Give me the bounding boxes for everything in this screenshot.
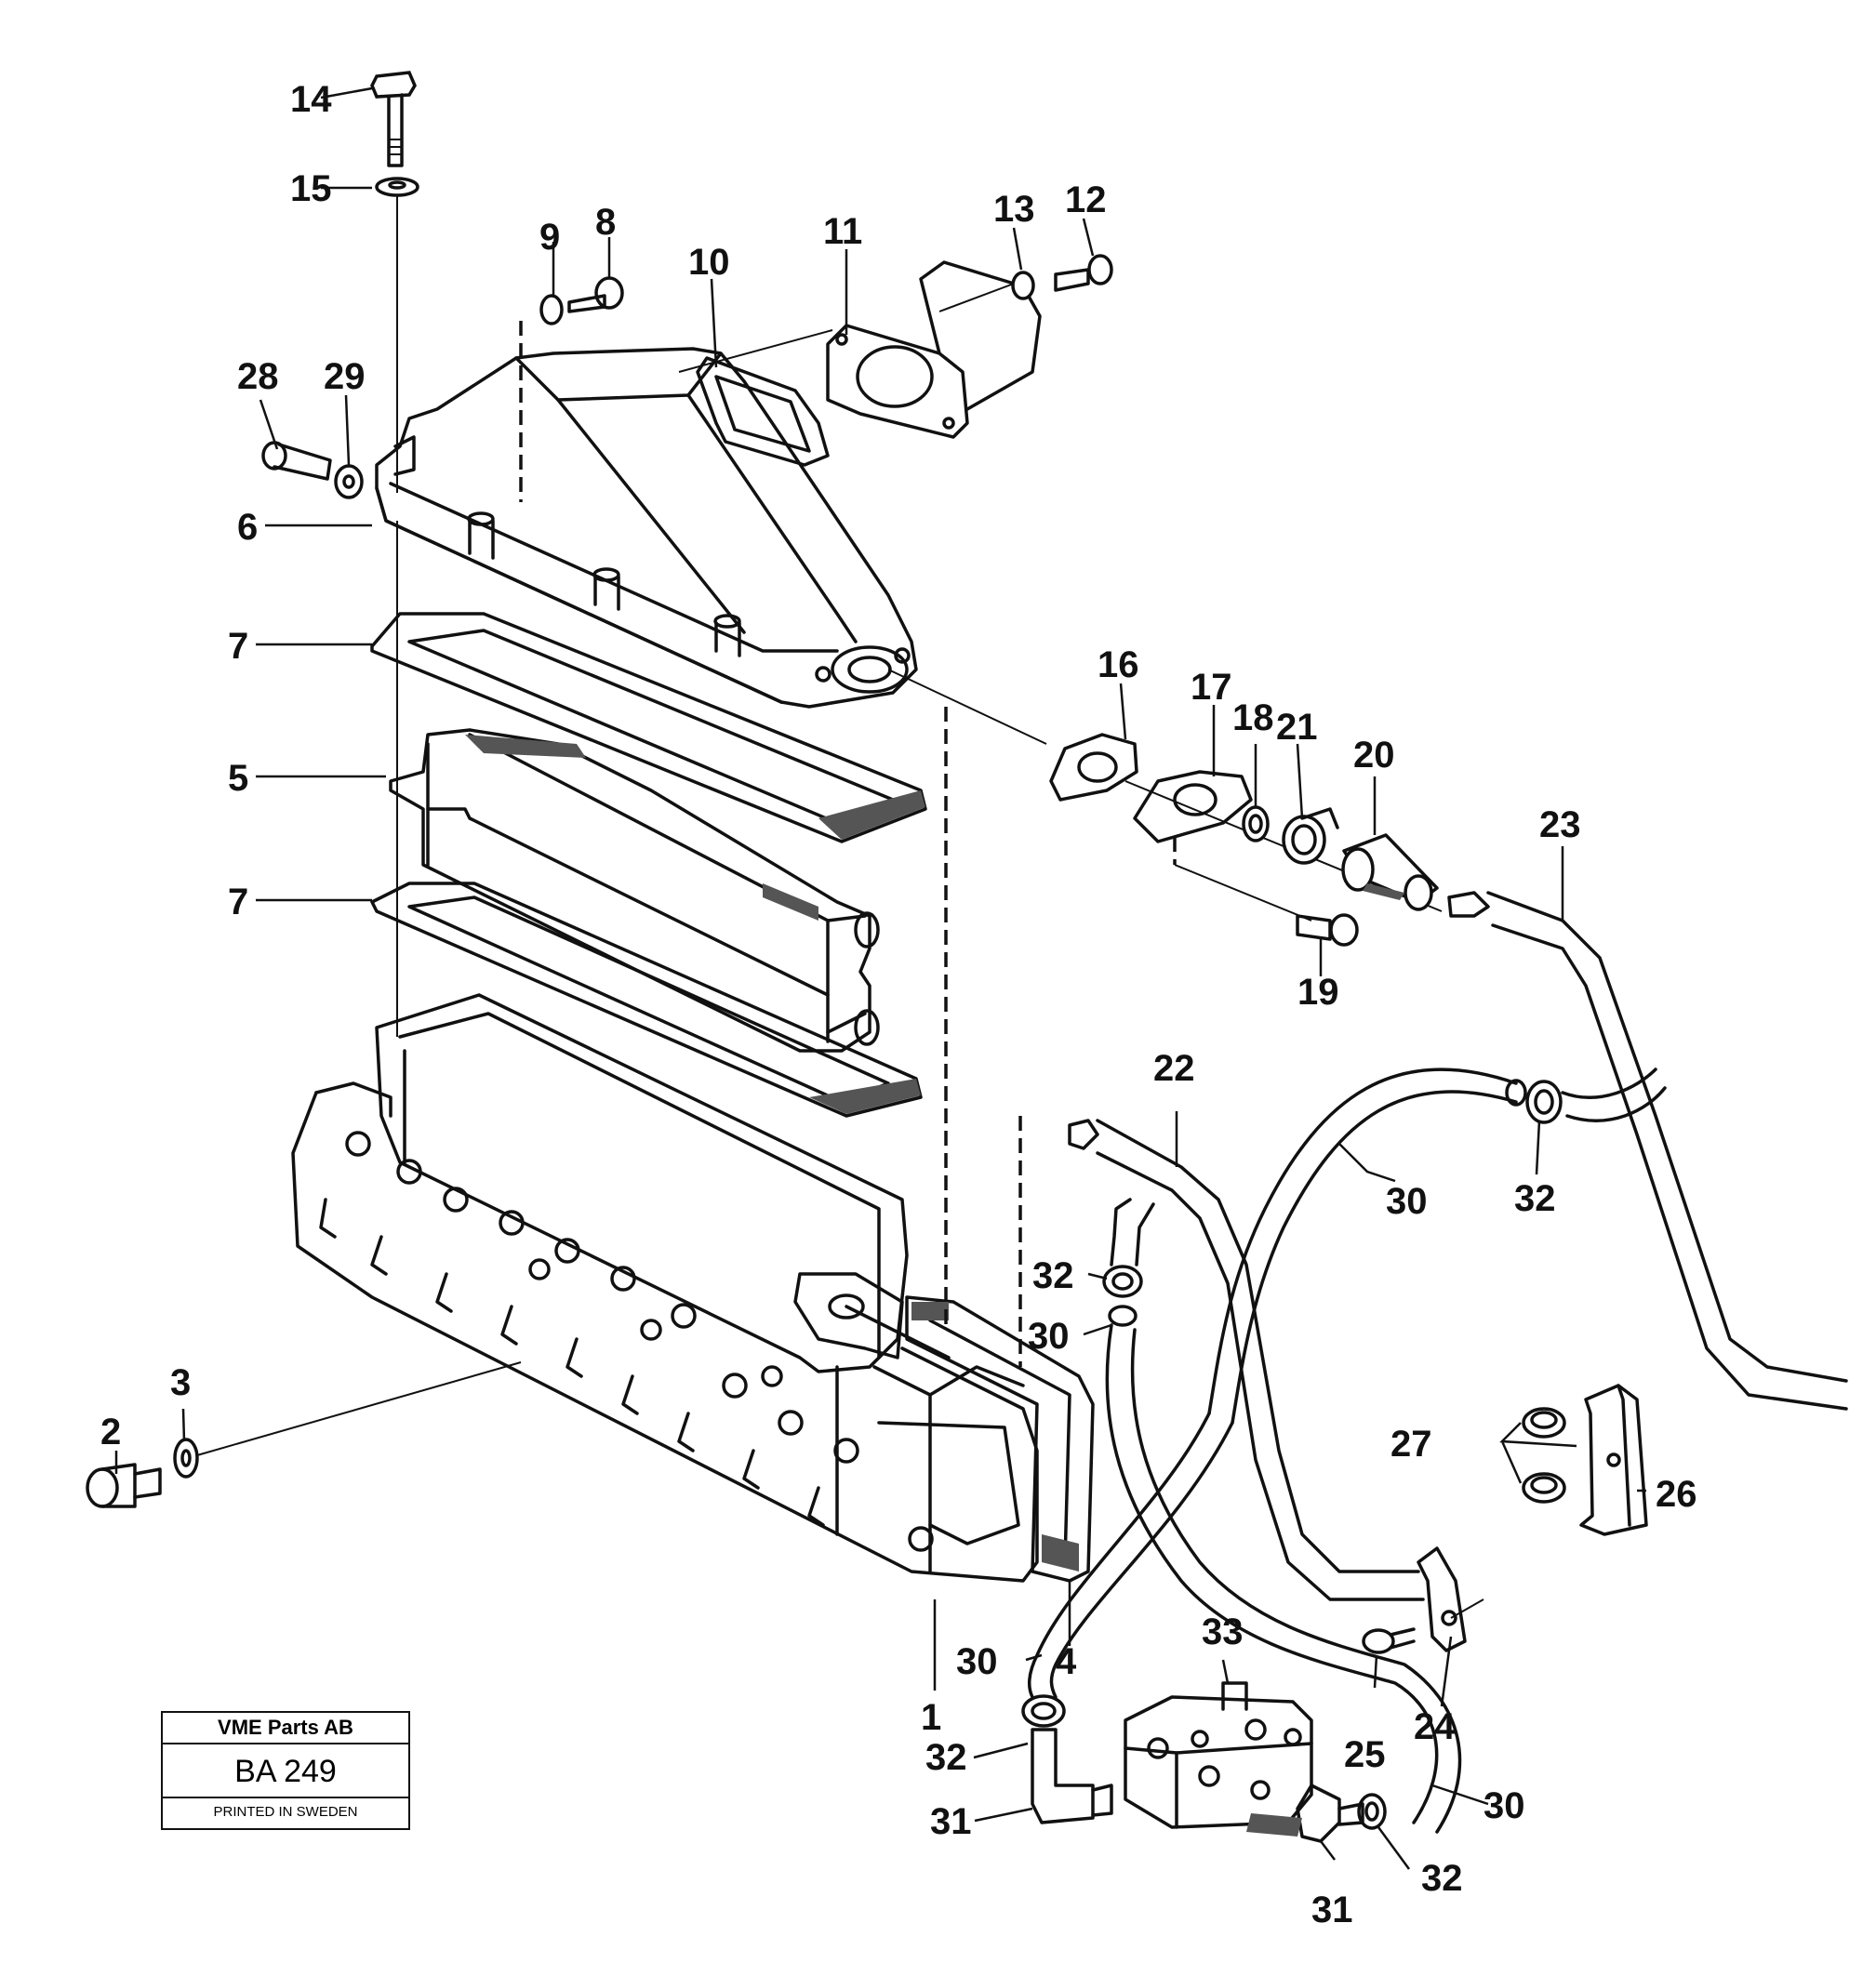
label-18: 18 bbox=[1232, 697, 1274, 738]
bracket-24 bbox=[1417, 1546, 1484, 1652]
label-30-left: 30 bbox=[1028, 1316, 1070, 1357]
intake-cover-6 bbox=[375, 347, 918, 709]
company-name: VME Parts AB bbox=[163, 1713, 408, 1744]
inlet-flange-11 bbox=[826, 260, 1042, 439]
bolt-8 bbox=[567, 276, 624, 313]
elbow-fitting-31-right bbox=[1296, 1784, 1364, 1843]
hose-clamp-21 bbox=[1282, 807, 1339, 865]
label-31-right: 31 bbox=[1311, 1890, 1353, 1930]
coolant-pipe-22 bbox=[1068, 1119, 1425, 1601]
label-20: 20 bbox=[1353, 735, 1395, 776]
connector-sleeve-20 bbox=[1341, 833, 1439, 911]
label-4: 4 bbox=[1056, 1641, 1077, 1682]
flange-gasket-16 bbox=[1049, 733, 1138, 802]
leader-lines bbox=[114, 86, 1646, 1870]
label-30-right: 30 bbox=[1484, 1785, 1525, 1826]
bushing-27-upper bbox=[1522, 1407, 1566, 1439]
washer-9 bbox=[539, 294, 564, 325]
gasket-10 bbox=[696, 356, 830, 467]
label-27: 27 bbox=[1390, 1424, 1432, 1465]
label-13: 13 bbox=[993, 189, 1035, 230]
label-6: 6 bbox=[237, 507, 258, 548]
label-26: 26 bbox=[1656, 1474, 1697, 1515]
gasket-10-guide bbox=[678, 329, 833, 373]
label-16: 16 bbox=[1098, 644, 1139, 685]
label-32-lower-left: 32 bbox=[925, 1737, 967, 1778]
label-7-upper: 7 bbox=[228, 626, 248, 667]
label-1: 1 bbox=[921, 1697, 941, 1738]
label-28: 28 bbox=[237, 356, 279, 397]
washer-3 bbox=[173, 1438, 199, 1479]
seal-ring-18 bbox=[1242, 805, 1270, 842]
bolt-2-guide bbox=[196, 1361, 522, 1456]
label-3: 3 bbox=[170, 1362, 191, 1403]
label-24: 24 bbox=[1414, 1706, 1456, 1747]
label-23: 23 bbox=[1539, 804, 1581, 845]
label-14: 14 bbox=[290, 79, 332, 120]
label-32-lower-right: 32 bbox=[1421, 1858, 1463, 1899]
label-9: 9 bbox=[539, 217, 560, 258]
title-block: VME Parts AB BA 249 PRINTED IN SWEDEN bbox=[161, 1711, 410, 1830]
gasket-4 bbox=[905, 1295, 1095, 1583]
bolt-19 bbox=[1296, 913, 1359, 947]
label-22: 22 bbox=[1153, 1048, 1195, 1089]
label-30-upper: 30 bbox=[1386, 1181, 1428, 1222]
compressor-head-33 bbox=[1124, 1681, 1313, 1837]
bolt-25 bbox=[1362, 1627, 1416, 1654]
elbow-fitting-31-left bbox=[1031, 1728, 1113, 1824]
label-31-left: 31 bbox=[930, 1801, 972, 1842]
hose-30-loop bbox=[1207, 1068, 1527, 1425]
gasket-7-upper bbox=[370, 612, 927, 843]
label-11: 11 bbox=[823, 211, 862, 252]
washer-29 bbox=[334, 464, 364, 499]
flange-11-guide bbox=[938, 283, 1015, 312]
bushing-27-lower bbox=[1522, 1472, 1566, 1504]
washer-13 bbox=[1011, 271, 1035, 300]
label-7-lower: 7 bbox=[228, 882, 248, 922]
coolant-pipe-23 bbox=[1447, 891, 1848, 1411]
part-number-labels: 1 2 3 4 5 6 7 7 8 9 10 11 12 13 14 15 16… bbox=[100, 79, 1697, 1930]
manifold-housing-1 bbox=[291, 993, 1039, 1583]
label-19: 19 bbox=[1297, 972, 1339, 1013]
hose-30-left bbox=[1105, 1305, 1462, 1834]
label-10: 10 bbox=[688, 242, 730, 283]
label-5: 5 bbox=[228, 758, 248, 799]
label-15: 15 bbox=[290, 168, 332, 209]
hose-clamp-32-lower-left bbox=[1021, 1694, 1066, 1728]
label-8: 8 bbox=[595, 202, 616, 243]
printed-note: PRINTED IN SWEDEN bbox=[213, 1804, 358, 1820]
label-17: 17 bbox=[1191, 667, 1232, 708]
label-32-upper: 32 bbox=[1514, 1178, 1556, 1219]
clip-26 bbox=[1579, 1384, 1648, 1536]
label-2: 2 bbox=[100, 1412, 121, 1452]
bolt-19-guide bbox=[1174, 864, 1312, 922]
hose-clamp-32-lower-right bbox=[1357, 1793, 1387, 1830]
label-32-left: 32 bbox=[1032, 1255, 1074, 1296]
hose-clamp-32-upper bbox=[1525, 1080, 1563, 1124]
hose-stub-23 bbox=[1561, 1068, 1667, 1122]
label-21: 21 bbox=[1276, 707, 1318, 748]
label-29: 29 bbox=[324, 356, 366, 397]
bolt-28 bbox=[261, 441, 332, 481]
bolt-14 bbox=[370, 71, 417, 167]
flange-17 bbox=[1133, 770, 1253, 843]
label-30-lower: 30 bbox=[956, 1641, 998, 1682]
label-25: 25 bbox=[1344, 1734, 1386, 1775]
diagram-code: BA 249 bbox=[163, 1744, 408, 1798]
hose-clamp-32-left bbox=[1102, 1265, 1143, 1298]
label-33: 33 bbox=[1202, 1612, 1244, 1652]
label-12: 12 bbox=[1065, 179, 1107, 220]
bolt-12 bbox=[1054, 254, 1113, 292]
washer-15 bbox=[375, 177, 419, 197]
bolt-2 bbox=[86, 1463, 162, 1508]
gasket-7-lower bbox=[370, 882, 923, 1118]
cooler-core-5 bbox=[389, 728, 880, 1053]
